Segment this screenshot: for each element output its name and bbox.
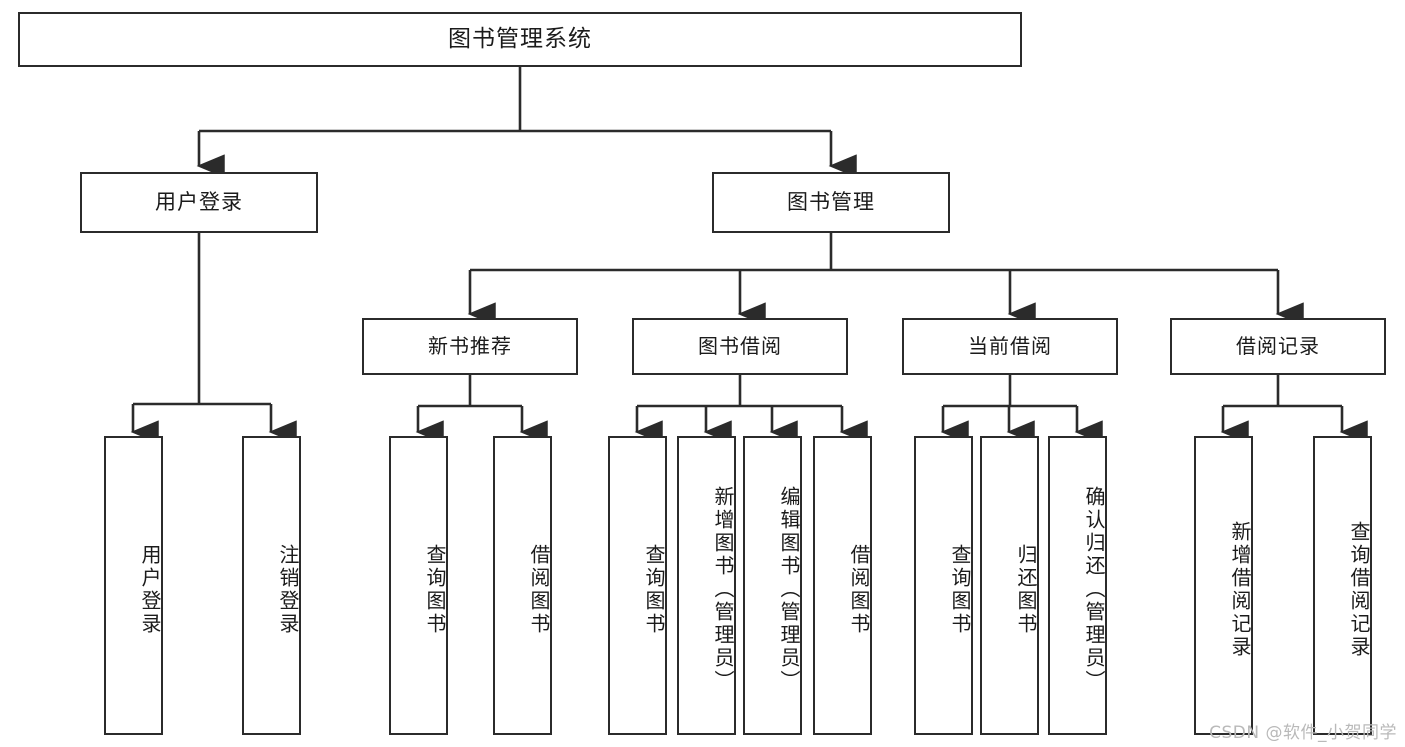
node-label: 归还图书	[1014, 543, 1038, 636]
node-label: 查询图书	[642, 543, 666, 636]
node-label: 图书管理系统	[448, 25, 592, 52]
node-current-borrow[interactable]: 当前借阅	[902, 318, 1118, 375]
node-label: 用户登录	[155, 190, 243, 215]
node-label: 编辑图书（管理员）	[777, 486, 801, 693]
node-borrow-record[interactable]: 借阅记录	[1170, 318, 1386, 375]
leaf-confirm-return-admin[interactable]: 确认归还（管理员）	[1048, 436, 1107, 735]
leaf-user-login[interactable]: 用户登录	[104, 436, 163, 735]
node-label: 新增图书（管理员）	[711, 486, 735, 693]
node-label: 借阅图书	[527, 543, 551, 636]
leaf-query-book-borrow[interactable]: 查询图书	[608, 436, 667, 735]
leaf-borrow-book-recommend[interactable]: 借阅图书	[493, 436, 552, 735]
node-label: 查询图书	[948, 543, 972, 636]
leaf-edit-book-admin[interactable]: 编辑图书（管理员）	[743, 436, 802, 735]
leaf-query-borrow-record[interactable]: 查询借阅记录	[1313, 436, 1372, 735]
node-label: 查询借阅记录	[1347, 520, 1371, 659]
node-label: 新书推荐	[428, 333, 512, 358]
leaf-query-book-current[interactable]: 查询图书	[914, 436, 973, 735]
leaf-query-book-recommend[interactable]: 查询图书	[389, 436, 448, 735]
leaf-logout-login[interactable]: 注销登录	[242, 436, 301, 735]
csdn-watermark: CSDN @软件_小贺同学	[1209, 723, 1397, 743]
leaf-add-book-admin[interactable]: 新增图书（管理员）	[677, 436, 736, 735]
node-label: 图书管理	[787, 190, 875, 215]
node-label: 注销登录	[276, 543, 300, 636]
node-label: 确认归还（管理员）	[1082, 486, 1106, 693]
leaf-borrow-book[interactable]: 借阅图书	[813, 436, 872, 735]
node-label: 图书借阅	[698, 333, 782, 358]
node-book-management[interactable]: 图书管理	[712, 172, 950, 233]
node-user-login[interactable]: 用户登录	[80, 172, 318, 233]
node-label: 新增借阅记录	[1228, 520, 1252, 659]
node-label: 当前借阅	[968, 333, 1052, 358]
node-label: 用户登录	[138, 543, 162, 636]
node-label: 借阅图书	[847, 543, 871, 636]
node-root-book-management-system[interactable]: 图书管理系统	[18, 12, 1022, 67]
node-label: 借阅记录	[1236, 333, 1320, 358]
node-label: 查询图书	[423, 543, 447, 636]
leaf-add-borrow-record[interactable]: 新增借阅记录	[1194, 436, 1253, 735]
node-new-book-recommend[interactable]: 新书推荐	[362, 318, 578, 375]
node-book-borrow[interactable]: 图书借阅	[632, 318, 848, 375]
leaf-return-book[interactable]: 归还图书	[980, 436, 1039, 735]
